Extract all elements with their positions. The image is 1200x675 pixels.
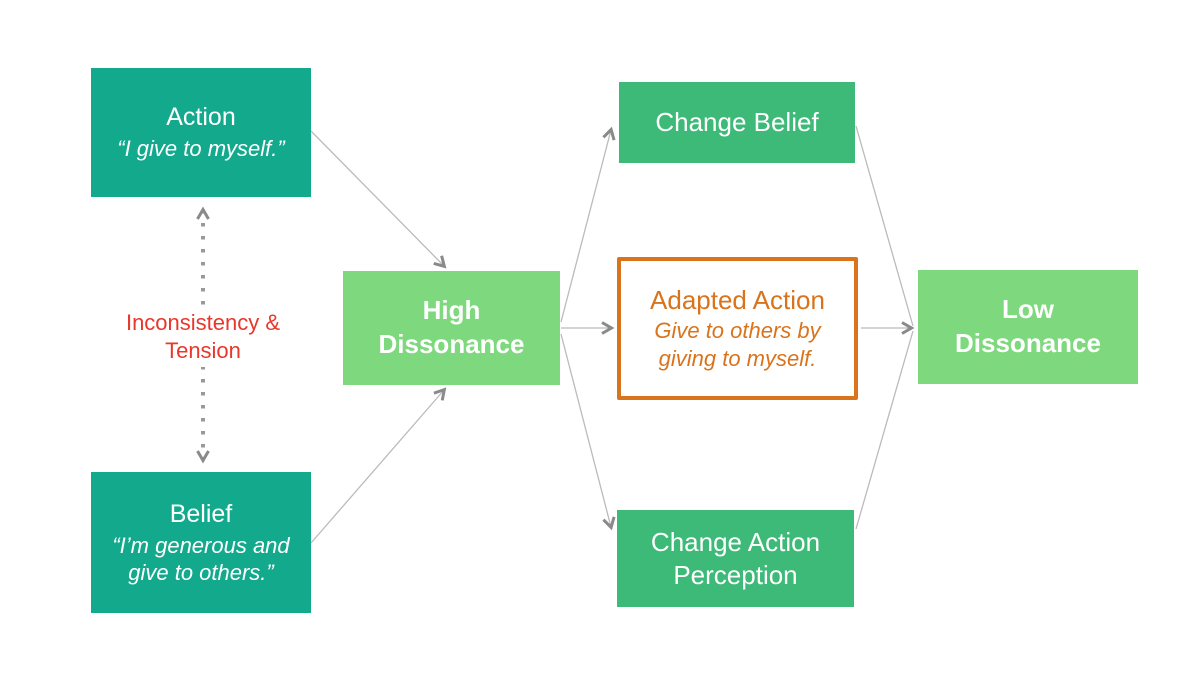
node-change-belief: Change Belief xyxy=(619,82,855,163)
node-high-dissonance-title: High Dissonance xyxy=(378,295,525,359)
node-belief: Belief “I’m generous and give to others.… xyxy=(91,472,311,613)
connector-change-perception-to-low-dissonance xyxy=(855,330,914,530)
node-action-subtitle: “I give to myself.” xyxy=(117,136,285,162)
connector-high-to-change-belief xyxy=(560,126,616,323)
node-low-dissonance: Low Dissonance xyxy=(918,270,1138,384)
tension-label: Inconsistency & Tension xyxy=(118,306,288,367)
connector-belief-to-high-dissonance xyxy=(310,387,447,544)
connector-change-belief-to-low-dissonance xyxy=(855,125,914,327)
node-belief-subtitle: “I’m generous and give to others.” xyxy=(112,532,290,586)
node-adapted-action-subtitle: Give to others by giving to myself. xyxy=(654,318,821,371)
node-belief-title: Belief xyxy=(169,499,233,528)
node-adapted-action: Adapted Action Give to others by giving … xyxy=(617,257,858,400)
node-adapted-action-title: Adapted Action xyxy=(650,284,825,315)
node-action-title: Action xyxy=(166,103,236,132)
node-change-belief-title: Change Belief xyxy=(655,106,819,137)
node-low-dissonance-title: Low Dissonance xyxy=(955,294,1101,358)
node-action: Action “I give to myself.” xyxy=(91,68,311,197)
connector-high-to-change-perception xyxy=(560,333,616,531)
node-high-dissonance: High Dissonance xyxy=(343,271,560,385)
node-change-action-perception-title: Change Action Perception xyxy=(650,527,821,590)
node-change-action-perception: Change Action Perception xyxy=(617,510,854,607)
connector-action-to-high-dissonance xyxy=(310,130,447,269)
